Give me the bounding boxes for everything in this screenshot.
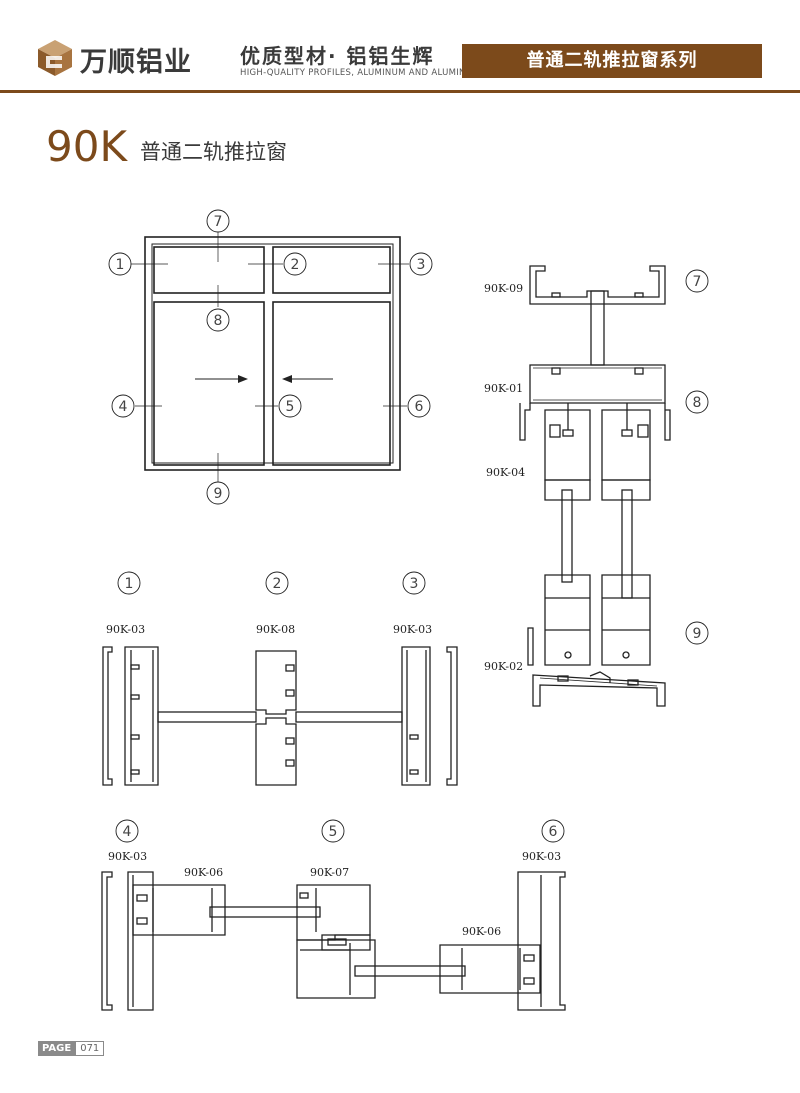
slogan: 优质型材· 铝铝生辉 — [240, 44, 435, 68]
product-name: 普通二轨推拉窗 — [140, 140, 287, 164]
window-elevation — [131, 232, 409, 482]
marker-5-section: 5 — [329, 824, 338, 840]
marker-3-section: 3 — [410, 576, 419, 592]
marker-1: 1 — [116, 257, 125, 273]
label-s5-90k-07: 90K-07 — [310, 866, 349, 879]
brand-name: 万顺铝业 — [80, 47, 192, 78]
marker-6: 6 — [415, 399, 424, 415]
marker-2-section: 2 — [273, 576, 282, 592]
sash-section — [101, 871, 566, 1011]
marker-circles — [108, 209, 709, 843]
label-90k-09: 90K-09 — [484, 282, 523, 295]
label-s1-90k-03: 90K-03 — [106, 623, 145, 636]
label-s2-90k-08: 90K-08 — [256, 623, 295, 636]
marker-3: 3 — [417, 257, 426, 273]
slide-left-arrow-icon — [282, 375, 292, 383]
header-rule — [0, 90, 800, 93]
marker-7: 7 — [214, 214, 223, 230]
label-90k-02: 90K-02 — [484, 660, 523, 673]
slogan-english: HIGH-QUALITY PROFILES, ALUMINUM AND ALUM… — [240, 68, 480, 78]
product-code: 90K — [46, 122, 127, 171]
label-s4-90k-03: 90K-03 — [108, 850, 147, 863]
label-90k-01: 90K-01 — [484, 382, 523, 395]
marker-2: 2 — [291, 257, 300, 273]
marker-9: 9 — [214, 486, 223, 502]
brand-logo — [38, 40, 72, 76]
marker-9-section: 9 — [693, 626, 702, 642]
label-s4-90k-06: 90K-06 — [184, 866, 223, 879]
marker-6-section: 6 — [549, 824, 558, 840]
slide-right-arrow-icon — [238, 375, 248, 383]
series-banner: 普通二轨推拉窗系列 — [462, 44, 762, 78]
marker-4: 4 — [119, 399, 128, 415]
marker-8: 8 — [214, 313, 223, 329]
label-s3-90k-03: 90K-03 — [393, 623, 432, 636]
page-number: 071 — [75, 1041, 105, 1056]
page-word: PAGE — [38, 1041, 76, 1056]
marker-1-section: 1 — [125, 576, 134, 592]
page-indicator: PAGE 071 — [38, 1041, 105, 1056]
marker-5: 5 — [286, 399, 295, 415]
transom-section — [102, 646, 458, 786]
marker-8-section: 8 — [693, 395, 702, 411]
marker-7-section: 7 — [693, 274, 702, 290]
label-s6-90k-03: 90K-03 — [522, 850, 561, 863]
vertical-section — [519, 265, 671, 707]
label-90k-04: 90K-04 — [486, 466, 525, 479]
label-s6-90k-06: 90K-06 — [462, 925, 501, 938]
marker-4-section: 4 — [123, 824, 132, 840]
